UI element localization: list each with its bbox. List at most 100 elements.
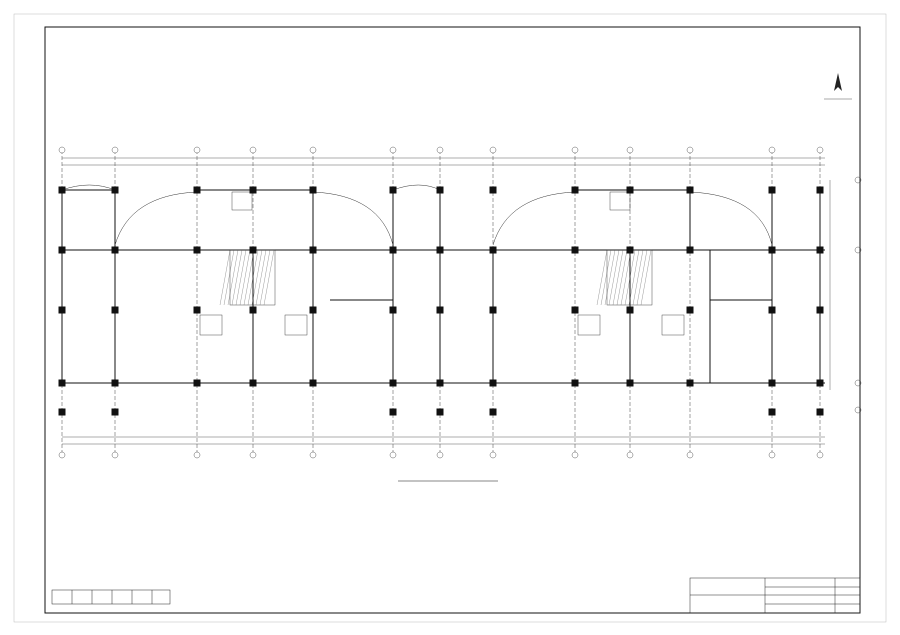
column <box>389 246 397 254</box>
hatch-line <box>219 249 231 306</box>
grid-axis-bubble <box>389 146 397 154</box>
column <box>436 379 444 387</box>
grid-axis-bubble <box>436 146 444 154</box>
column <box>389 186 397 194</box>
column <box>489 408 497 416</box>
hatch-line <box>259 249 271 306</box>
grid-axis-bubble <box>816 451 824 459</box>
column <box>436 306 444 314</box>
grid-axis-bubble <box>58 451 66 459</box>
column <box>571 379 579 387</box>
column <box>58 186 66 194</box>
grid-axis-bubble <box>768 146 776 154</box>
grid-axis-bubble <box>489 146 497 154</box>
column <box>193 306 201 314</box>
column <box>309 246 317 254</box>
building-walls <box>61 189 825 384</box>
right-side-marks <box>829 176 862 414</box>
column <box>816 408 824 416</box>
column <box>58 246 66 254</box>
column <box>686 246 694 254</box>
column <box>489 246 497 254</box>
hatch-line <box>243 249 255 306</box>
canopy-outlines <box>61 184 773 246</box>
grid-axis-bubble <box>626 451 634 459</box>
hatch-line <box>604 249 616 306</box>
grid-axis-bubble <box>389 451 397 459</box>
column <box>816 186 824 194</box>
grid-axis-bubble <box>249 451 257 459</box>
column <box>193 246 201 254</box>
grid-axis-bubble <box>111 146 119 154</box>
grid-axis-bubble <box>193 451 201 459</box>
column <box>309 306 317 314</box>
hatch-line <box>612 249 624 306</box>
column <box>768 379 776 387</box>
hatch-line <box>632 249 644 306</box>
column <box>816 306 824 314</box>
grid-axis-bubble <box>58 146 66 154</box>
grid-axis-bubble <box>193 146 201 154</box>
grid-axis-bubble <box>309 146 317 154</box>
hatch-line <box>231 249 243 306</box>
column <box>58 379 66 387</box>
grid-axis-bubble <box>768 451 776 459</box>
core-stairs <box>199 191 685 336</box>
column <box>193 186 201 194</box>
hatch-line <box>636 249 648 306</box>
column <box>768 408 776 416</box>
grid-axis-bubbles <box>58 146 824 459</box>
column <box>571 246 579 254</box>
column <box>768 186 776 194</box>
grid-axis-bubble <box>626 146 634 154</box>
hatch-line <box>624 249 636 306</box>
hatch-line <box>251 249 263 306</box>
column <box>489 379 497 387</box>
grid-axis-bubble <box>686 451 694 459</box>
hatch-line <box>600 249 612 306</box>
grid-axis-bubble <box>686 146 694 154</box>
column <box>816 246 824 254</box>
column <box>111 379 119 387</box>
column <box>626 306 634 314</box>
column <box>111 186 119 194</box>
hatch-line <box>263 249 275 306</box>
hatch-line <box>608 249 620 306</box>
column <box>111 246 119 254</box>
column <box>389 408 397 416</box>
grid-axis-bubble <box>436 451 444 459</box>
column <box>436 408 444 416</box>
column <box>389 379 397 387</box>
grid-axis-bubble <box>249 146 257 154</box>
column <box>571 306 579 314</box>
column <box>309 186 317 194</box>
stair-hatching <box>219 249 652 306</box>
column <box>768 306 776 314</box>
north-arrow-icon <box>824 73 852 100</box>
sheet-frame <box>44 26 861 614</box>
column <box>489 186 497 194</box>
column <box>489 306 497 314</box>
column <box>249 306 257 314</box>
grid-axis-bubble <box>571 146 579 154</box>
hatch-line <box>628 249 640 306</box>
column <box>686 379 694 387</box>
grid-axis-bubble <box>489 451 497 459</box>
top-dimension-lines <box>62 157 825 166</box>
hatch-line <box>620 249 632 306</box>
hatch-line <box>227 249 239 306</box>
legend-strip <box>51 589 171 605</box>
column <box>686 306 694 314</box>
column <box>249 379 257 387</box>
column <box>436 246 444 254</box>
column <box>626 379 634 387</box>
column <box>626 186 634 194</box>
column <box>626 246 634 254</box>
grid-axis-bubble <box>111 451 119 459</box>
structural-columns <box>58 186 824 416</box>
hatch-line <box>239 249 251 306</box>
hatch-line <box>616 249 628 306</box>
column <box>686 186 694 194</box>
column <box>436 186 444 194</box>
